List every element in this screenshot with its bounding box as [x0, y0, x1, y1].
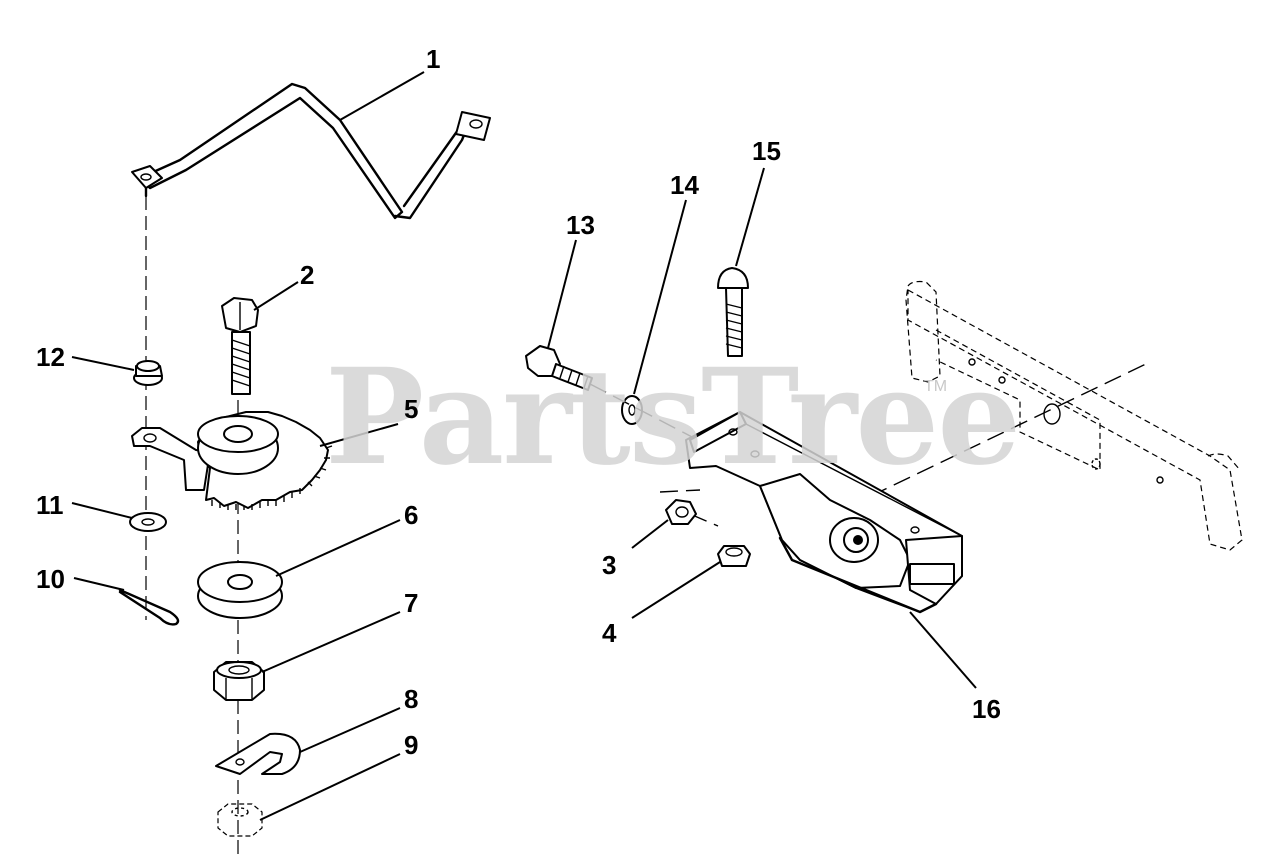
hex-nut-large-drawing	[213, 661, 265, 701]
watermark-logo: PartsTree	[325, 340, 1021, 495]
part-label-3: 3	[602, 550, 617, 580]
leader-lines	[71, 71, 977, 821]
hex-bolt-drawing	[221, 297, 259, 395]
frame-outline-drawing	[905, 280, 1243, 551]
cotter-pin-drawing	[118, 588, 180, 626]
part-label-9: 9	[404, 730, 419, 760]
part-label-11: 11	[36, 490, 64, 520]
part-label-1: 1	[426, 44, 441, 74]
part-label-2: 2	[300, 260, 315, 290]
shift-rod-drawing	[131, 82, 491, 220]
part-label-5: 5	[404, 394, 419, 424]
part-label-15: 15	[752, 136, 781, 166]
part-label-6: 6	[404, 500, 419, 530]
spring-clip-drawing	[215, 732, 301, 775]
part-label-13: 13	[566, 210, 595, 240]
nut-bottom-drawing	[217, 803, 263, 837]
part-label-7: 7	[404, 588, 419, 618]
shift-arm-gear-drawing	[131, 411, 333, 510]
hex-nut-drawing	[665, 499, 697, 525]
watermark-trademark: TM	[924, 378, 948, 395]
carriage-bolt-drawing	[717, 267, 749, 357]
flange-nut-drawing	[133, 360, 163, 386]
shoulder-bolt-drawing	[525, 345, 593, 391]
part-label-12: 12	[36, 342, 65, 372]
part-label-14: 14	[670, 170, 699, 200]
part-label-8: 8	[404, 684, 419, 714]
flat-washer-drawing	[129, 512, 167, 532]
part-label-4: 4	[602, 618, 617, 648]
friction-washer-drawing	[197, 561, 283, 619]
part-label-16: 16	[972, 694, 1001, 724]
part-label-10: 10	[36, 564, 65, 594]
lock-nut-drawing	[717, 545, 751, 567]
shift-bracket-drawing	[685, 411, 963, 614]
